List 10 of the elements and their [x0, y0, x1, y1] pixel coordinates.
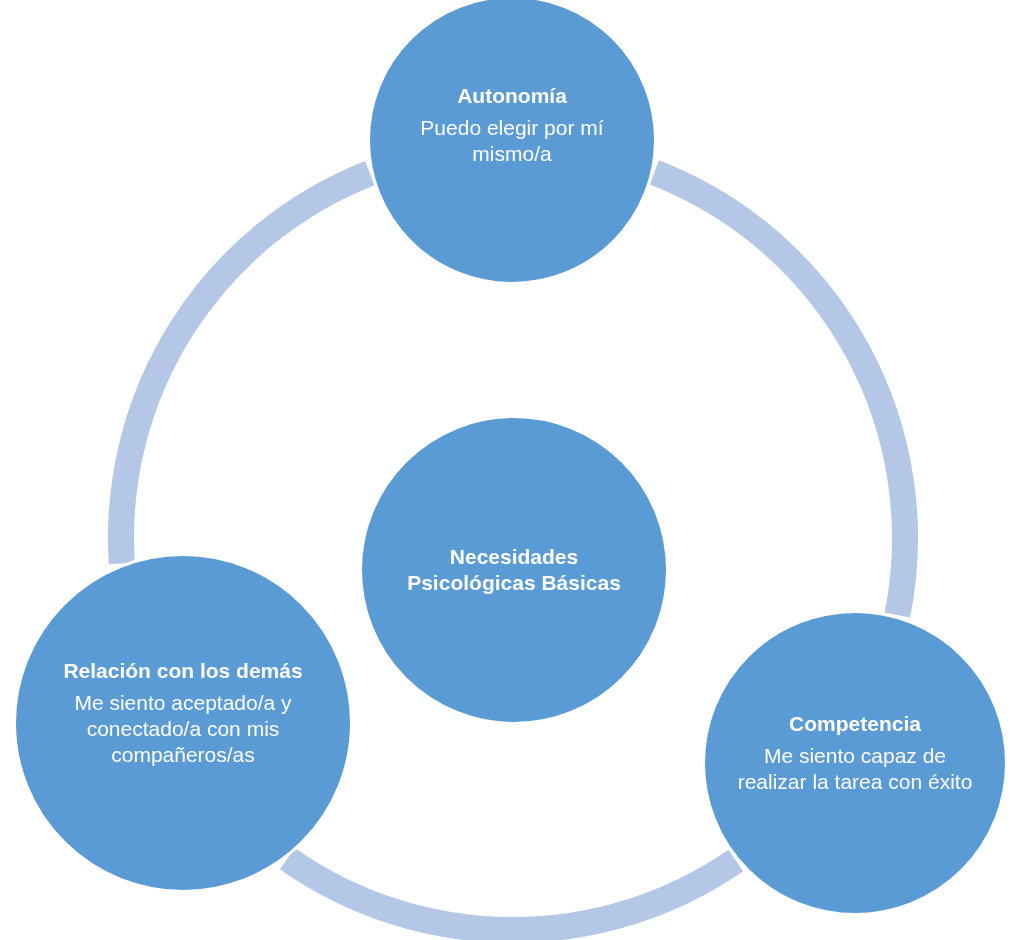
need-title: Autonomía — [457, 82, 567, 109]
ring-arc — [280, 847, 743, 940]
ring-arc — [108, 161, 376, 564]
need-description: Me siento aceptado/a y conectado/a con mis compañeros/as — [73, 689, 293, 769]
center-title: Necesidades Psicológicas Básicas — [406, 543, 622, 596]
ring-arc — [648, 160, 918, 617]
need-title: Relación con los demás — [63, 657, 303, 684]
need-title: Competencia — [789, 710, 921, 737]
need-description: Puedo elegir por mí mismo/a — [419, 114, 605, 168]
need-description: Me siento capaz de realizar la tarea con éxito — [736, 742, 974, 796]
